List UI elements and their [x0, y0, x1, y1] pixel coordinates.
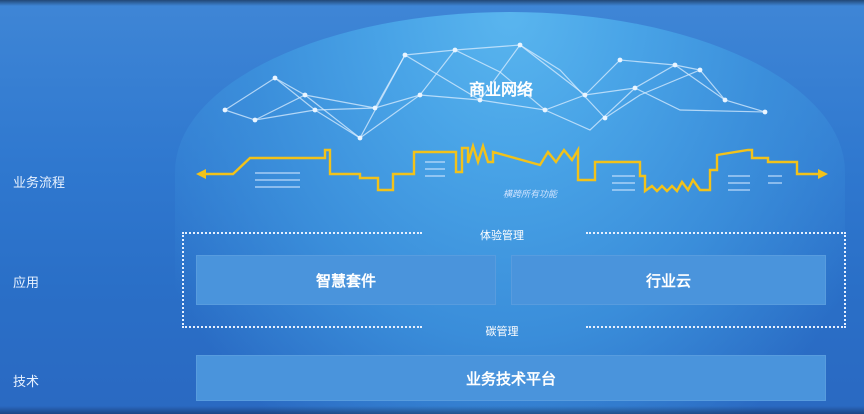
- row-label-business-flow: 业务流程: [13, 176, 66, 191]
- document-icons: [255, 161, 782, 191]
- row-label-technology: 技术: [13, 375, 40, 390]
- flow-arrow-right-icon: [818, 169, 828, 179]
- frame-bottom-left-line: [182, 326, 422, 328]
- frame-top-left-line: [182, 232, 422, 234]
- business-technology-platform-block: 业务技术平台: [196, 355, 826, 401]
- frame-left-line: [182, 232, 184, 328]
- industry-cloud-block: 行业云: [511, 255, 826, 305]
- flow-arrow-left-icon: [196, 169, 206, 179]
- carbon-management-label: 碳管理: [485, 325, 519, 338]
- business-network-title: 商业网络: [468, 80, 533, 99]
- business-network-dome: [175, 12, 845, 414]
- application-frame: [182, 232, 846, 328]
- frame-right-line: [844, 232, 846, 328]
- network-nodes: [222, 42, 768, 141]
- frame-bottom-right-line: [586, 326, 846, 328]
- smart-suite-block: 智慧套件: [196, 255, 496, 305]
- row-label-application: 应用: [13, 276, 40, 291]
- frame-top-right-line: [586, 232, 846, 234]
- experience-management-label: 体验管理: [480, 229, 524, 242]
- business-flow-line: [205, 141, 820, 194]
- flow-caption: 横跨所有功能: [502, 190, 557, 200]
- bottom-edge: [0, 406, 864, 414]
